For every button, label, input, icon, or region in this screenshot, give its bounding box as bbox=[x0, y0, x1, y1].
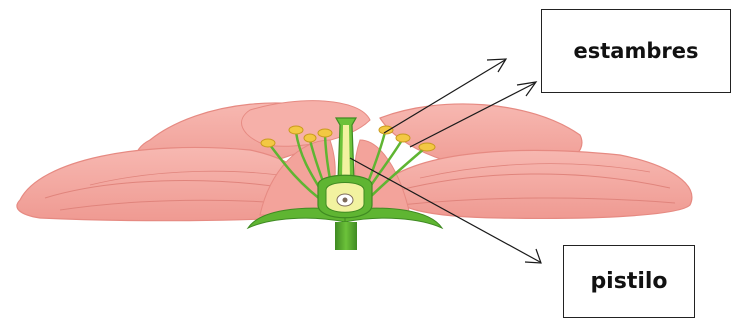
anther bbox=[289, 126, 303, 134]
pistil-label-box: pistilo bbox=[563, 245, 695, 318]
anther bbox=[379, 126, 393, 134]
stem bbox=[335, 222, 357, 250]
pistil-label: pistilo bbox=[590, 269, 667, 294]
right-petal bbox=[380, 150, 692, 218]
anther bbox=[318, 129, 332, 137]
anther bbox=[396, 134, 410, 142]
anther bbox=[261, 139, 275, 147]
anther bbox=[304, 134, 316, 142]
stamens-label: estambres bbox=[574, 39, 699, 63]
stamens-label-box: estambres bbox=[541, 9, 731, 93]
anther bbox=[419, 143, 435, 151]
